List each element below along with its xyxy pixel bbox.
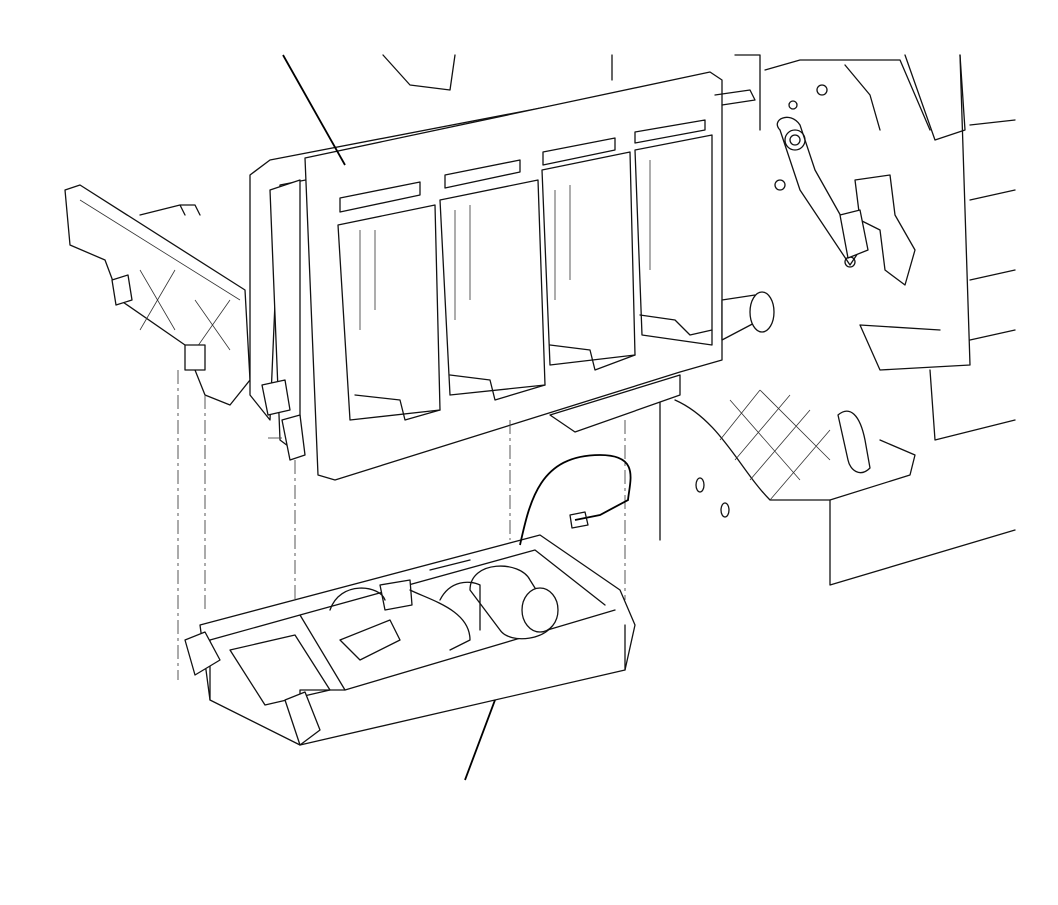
service-station-tray bbox=[184, 454, 636, 746]
printer-frame bbox=[382, 54, 1016, 586]
alignment-lines bbox=[177, 370, 626, 680]
side-bracket bbox=[64, 184, 251, 406]
callout-leader-tray bbox=[464, 699, 496, 781]
ink-cartridge-carriage bbox=[249, 71, 775, 481]
callout-leader-carriage bbox=[282, 54, 346, 166]
